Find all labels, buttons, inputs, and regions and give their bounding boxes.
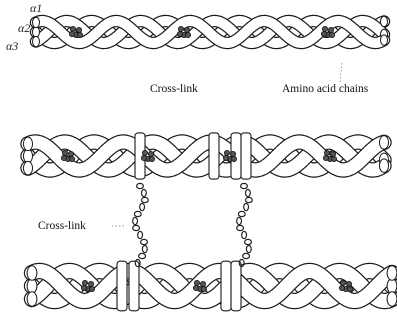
knot-bead xyxy=(193,285,198,290)
chain-link xyxy=(142,189,147,196)
knot-bead xyxy=(346,281,351,286)
wrap-band xyxy=(117,261,127,311)
chain-label-alpha3: α3 xyxy=(6,39,18,53)
knot-bead xyxy=(177,31,182,36)
upper-bundle-helix xyxy=(23,133,388,179)
wrap-band xyxy=(221,261,231,311)
knot-bead xyxy=(340,280,345,285)
crosslink-chain-1 xyxy=(133,183,149,266)
wrap-band xyxy=(231,261,241,311)
knot-bead xyxy=(70,26,75,31)
chain-link xyxy=(142,245,147,252)
knot-bead xyxy=(184,27,189,32)
knot-bead xyxy=(148,151,153,156)
knot-bead xyxy=(324,150,329,155)
chain-link xyxy=(141,239,148,244)
knot-bead xyxy=(331,156,336,161)
chain-link xyxy=(138,231,143,238)
knot-bead xyxy=(141,155,146,160)
knot-bead xyxy=(201,286,206,291)
knot-bead xyxy=(231,156,236,161)
left-strand-end xyxy=(27,279,37,294)
knot-bead xyxy=(194,280,199,285)
chain-label-alpha1: α1 xyxy=(30,1,42,15)
chain-link xyxy=(142,197,149,202)
chain-link xyxy=(140,203,145,210)
chain-link xyxy=(246,245,251,252)
knot-bead xyxy=(347,286,352,291)
knot-bead xyxy=(68,151,73,156)
chain-link xyxy=(237,225,244,230)
wrap-band xyxy=(209,133,219,179)
knot-bead xyxy=(149,156,154,161)
chains-leader-line xyxy=(340,62,342,82)
chain-link xyxy=(133,225,140,230)
knot-bead xyxy=(142,150,147,155)
crosslink-chains xyxy=(133,183,253,266)
right-strand-end xyxy=(387,292,397,307)
chain-link xyxy=(241,183,248,188)
right-strand-end xyxy=(387,279,397,294)
knot-bead xyxy=(69,31,74,36)
chain-link xyxy=(244,203,249,210)
left-strand-end xyxy=(33,36,40,46)
knot-bead xyxy=(88,281,93,286)
knot-bead xyxy=(200,281,205,286)
left-strand-end xyxy=(23,161,32,175)
chain-link xyxy=(246,197,253,202)
chain-link xyxy=(134,211,141,216)
right-strand-end xyxy=(387,266,397,281)
left-strand-end xyxy=(27,266,37,281)
left-strand-end xyxy=(33,17,40,27)
knot-bead xyxy=(339,285,344,290)
wrap-band xyxy=(129,261,139,311)
left-strand-end xyxy=(33,27,40,37)
chain-link xyxy=(243,253,250,258)
right-strand-end xyxy=(381,35,388,45)
chain-link xyxy=(238,211,245,216)
amino-acid-chains-label: Amino acid chains xyxy=(282,83,369,95)
knot-bead xyxy=(323,155,328,160)
knot-bead xyxy=(82,280,87,285)
knot-bead xyxy=(223,155,228,160)
knot-bead xyxy=(178,26,183,31)
chain-link xyxy=(245,239,252,244)
knot-bead xyxy=(330,151,335,156)
chain-link xyxy=(237,217,242,224)
knot-bead xyxy=(76,27,81,32)
chain-link xyxy=(133,217,138,224)
knot-bead xyxy=(61,155,66,160)
knot-bead xyxy=(328,27,333,32)
chain-label-alpha2: α2 xyxy=(18,21,30,35)
chain-link xyxy=(139,253,146,258)
knot-bead xyxy=(81,285,86,290)
left-strand-end xyxy=(23,137,32,151)
knot-bead xyxy=(230,151,235,156)
left-strand-end xyxy=(27,292,37,307)
knot-bead xyxy=(77,32,82,37)
lower-bundle-helix xyxy=(27,261,397,311)
knot-bead xyxy=(224,150,229,155)
top-crosslink-label: Cross-link xyxy=(150,83,198,95)
top-triple-helix xyxy=(33,16,388,46)
knot-bead xyxy=(322,26,327,31)
knot-bead xyxy=(321,31,326,36)
knot-bead xyxy=(185,32,190,37)
crosslink-chain-2 xyxy=(237,183,253,266)
bottom-crosslink-label: Cross-link xyxy=(38,220,86,232)
right-strand-end xyxy=(379,136,388,150)
knot-bead xyxy=(329,32,334,37)
left-strand-end xyxy=(23,149,32,163)
wrap-band xyxy=(241,133,251,179)
knot-bead xyxy=(62,150,67,155)
right-strand-end xyxy=(379,159,388,173)
chain-link xyxy=(137,183,144,188)
knot-bead xyxy=(89,286,94,291)
chain-link xyxy=(242,231,247,238)
knot-bead xyxy=(69,156,74,161)
right-strand-end xyxy=(381,16,388,26)
chain-link xyxy=(246,189,251,196)
